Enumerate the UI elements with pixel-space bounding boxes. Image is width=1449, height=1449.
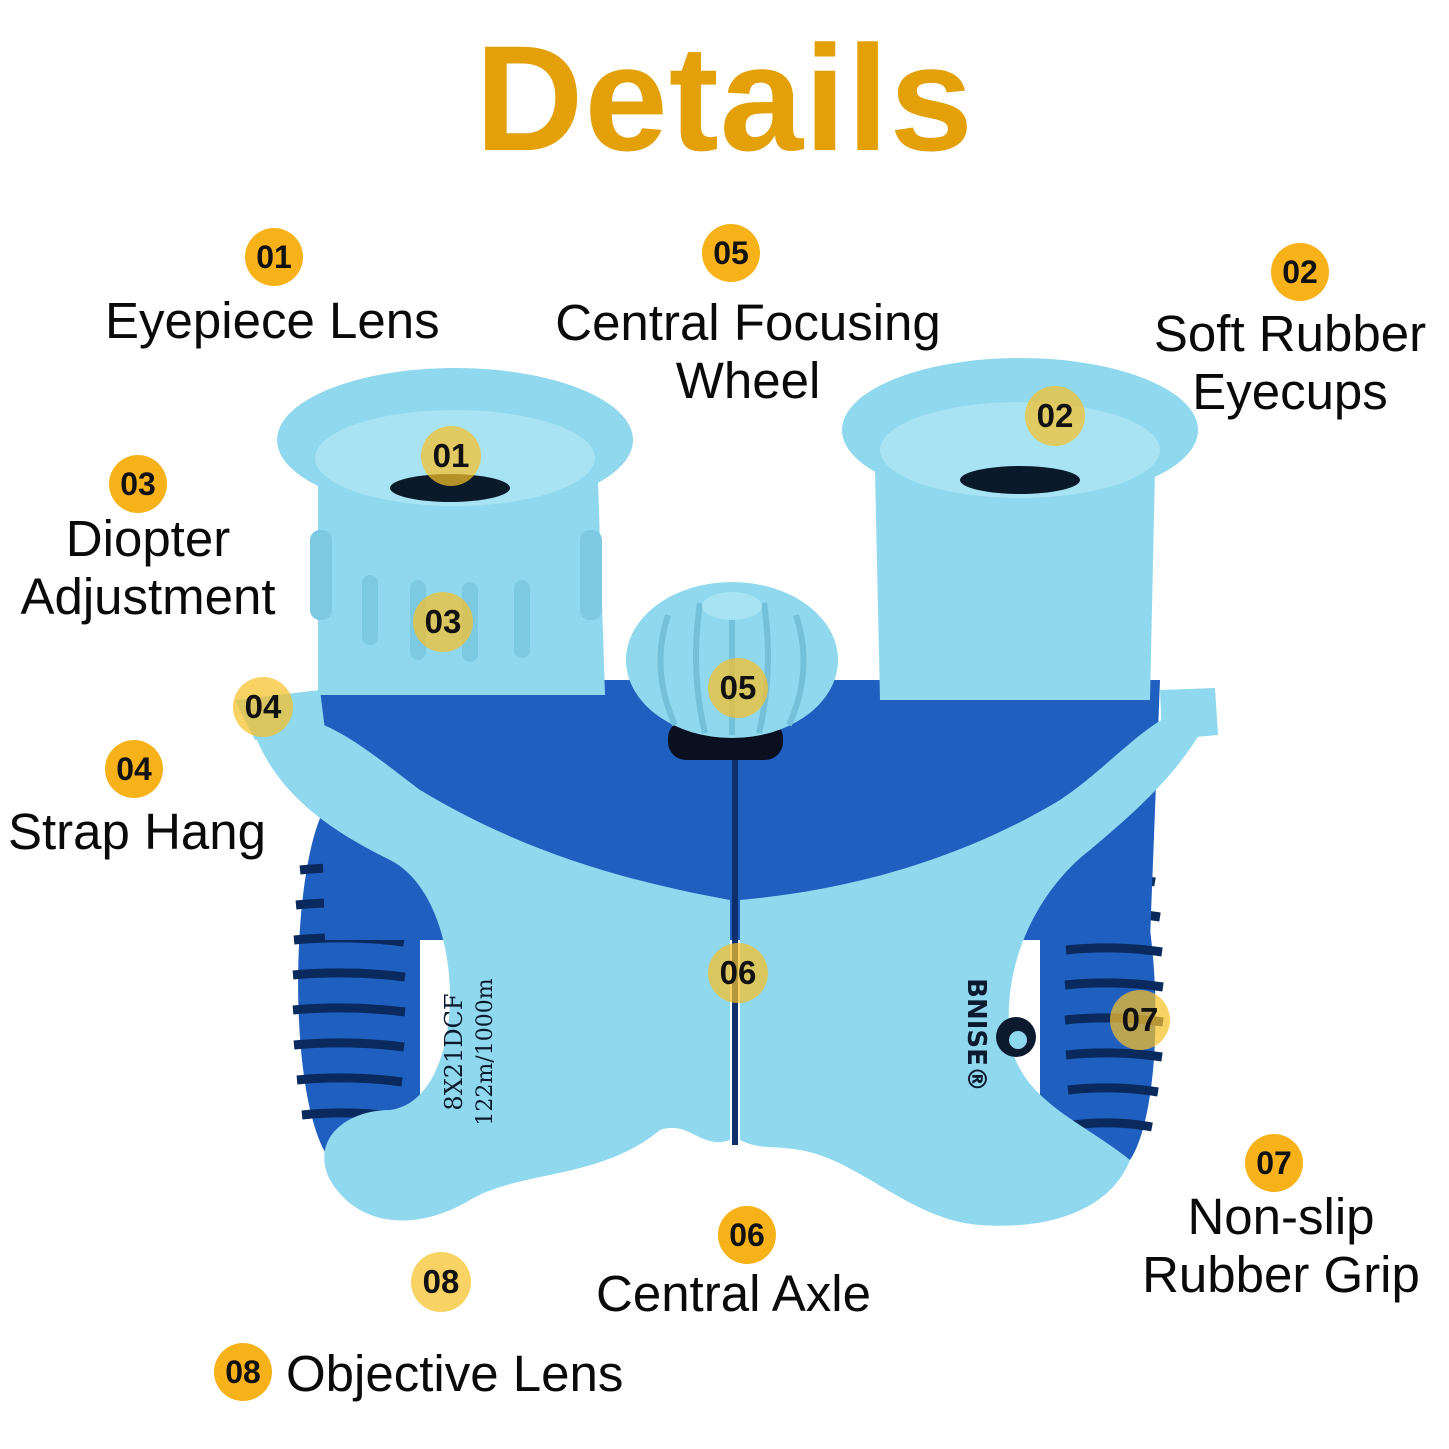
left-body — [255, 718, 730, 1221]
focus-wheel-cap — [702, 592, 762, 620]
page-title: Details — [475, 14, 974, 182]
marker-04: 04 — [233, 677, 293, 737]
right-strap-hang — [1160, 688, 1218, 740]
marker-03: 03 — [413, 592, 473, 652]
marker-08: 08 — [411, 1252, 471, 1312]
badge-08: 08 — [214, 1343, 272, 1401]
badge-05: 05 — [702, 224, 760, 282]
marker-02: 02 — [1025, 386, 1085, 446]
brand-marking: BNISE® — [961, 978, 991, 1092]
marker-05: 05 — [708, 658, 768, 718]
left-eyepiece-tube — [318, 480, 605, 695]
badge-04: 04 — [105, 740, 163, 798]
badge-06: 06 — [718, 1206, 776, 1264]
label-objective-lens: Objective Lens — [286, 1345, 624, 1402]
marker-07: 07 — [1110, 990, 1170, 1050]
label-non-slip-rubber-grip: Non-slip Rubber Grip — [1142, 1188, 1420, 1303]
label-strap-hang: Strap Hang — [8, 803, 266, 860]
right-eyepiece-tube — [875, 470, 1155, 700]
focus-wheel-grooves — [657, 600, 807, 735]
label-eyepiece-lens: Eyepiece Lens — [105, 292, 440, 349]
badge-01: 01 — [245, 228, 303, 286]
marker-01: 01 — [421, 426, 481, 486]
marker-06: 06 — [708, 943, 768, 1003]
badge-03: 03 — [109, 455, 167, 513]
badge-07: 07 — [1245, 1134, 1303, 1192]
right-body — [740, 704, 1215, 1226]
badge-02: 02 — [1271, 243, 1329, 301]
label-central-axle: Central Axle — [596, 1265, 871, 1322]
right-eyepiece-glass — [960, 466, 1080, 494]
fov-marking: 122m/1000m — [473, 978, 498, 1125]
right-eyecup-inner — [880, 402, 1160, 498]
label-soft-rubber-eyecups: Soft Rubber Eyecups — [1153, 305, 1427, 420]
left-eyepiece-glass — [390, 474, 510, 502]
label-central-focusing-wheel: Central Focusing Wheel — [555, 294, 941, 409]
label-diopter-adjustment: Diopter Adjustment — [20, 510, 276, 625]
model-marking: 8X21DCF — [440, 993, 468, 1110]
